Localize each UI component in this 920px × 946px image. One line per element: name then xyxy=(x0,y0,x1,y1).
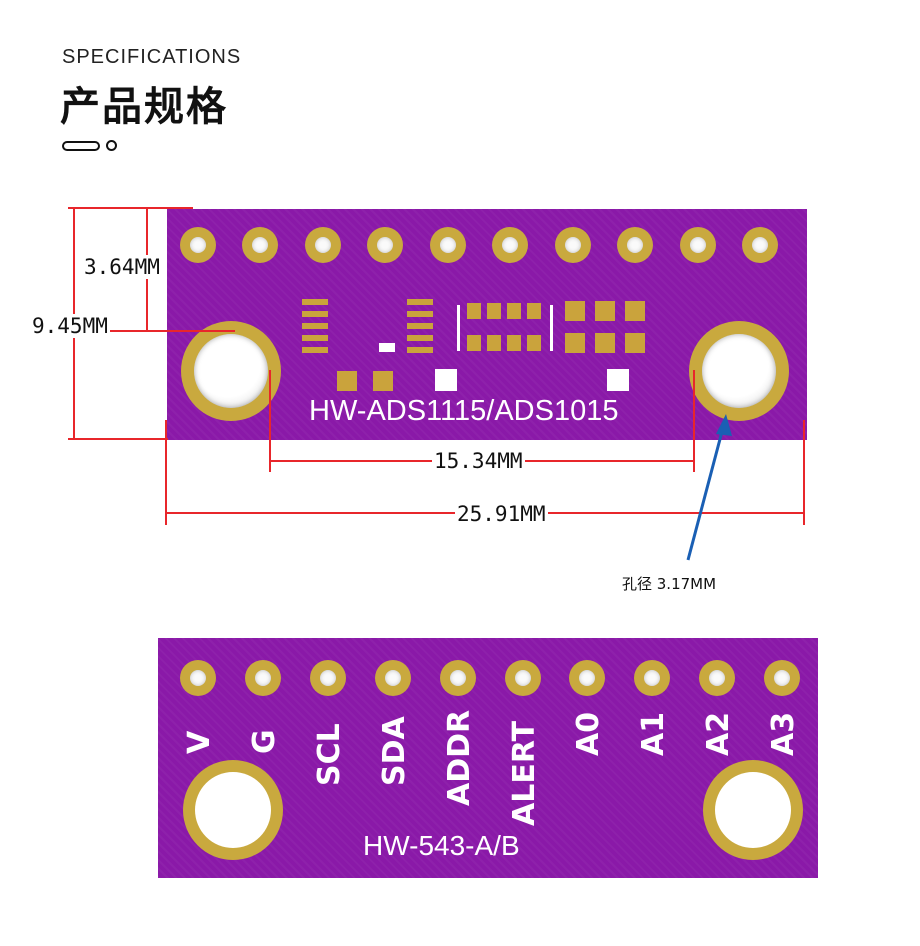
smd-pad xyxy=(302,299,328,305)
smd-pad xyxy=(565,301,585,321)
decorative-pill-icon xyxy=(62,141,100,151)
dimension-line xyxy=(68,207,193,209)
smd-pad xyxy=(565,333,585,353)
smd-pad xyxy=(407,323,433,329)
mounting-hole-left xyxy=(181,321,281,421)
mounting-hole-left xyxy=(183,760,283,860)
dimension-line xyxy=(803,420,805,525)
dimension-line xyxy=(100,330,235,332)
dimension-line xyxy=(693,370,695,472)
bottom-board: V G SCL SDA ADDR ALERT A0 A1 A2 A3 HW-54… xyxy=(158,638,818,878)
header-pin xyxy=(764,660,800,696)
top-board: HW-ADS1115/ADS1015 xyxy=(167,209,807,440)
pin-label-a1: A1 xyxy=(636,711,671,756)
dimension-line xyxy=(269,370,271,472)
smd-pad xyxy=(467,303,481,319)
pin-label-addr: ADDR xyxy=(442,709,477,806)
pin-label-scl: SCL xyxy=(312,723,347,786)
smd-pad xyxy=(407,299,433,305)
smd-pad xyxy=(625,301,645,321)
smd-pad xyxy=(625,333,645,353)
smd-pad xyxy=(379,343,395,352)
smd-pad xyxy=(435,369,457,391)
smd-pad xyxy=(373,371,393,391)
smd-pad xyxy=(507,335,521,351)
arrow-icon xyxy=(686,414,732,561)
pin-label-a3: A3 xyxy=(766,711,801,756)
smd-pad xyxy=(487,335,501,351)
dimension-line xyxy=(165,420,167,525)
smd-pad xyxy=(302,347,328,353)
header-pin xyxy=(505,660,541,696)
header-pin xyxy=(180,227,216,263)
pin-label-a2: A2 xyxy=(701,711,736,756)
header-pin xyxy=(375,660,411,696)
header-pin xyxy=(742,227,778,263)
header-pin xyxy=(430,227,466,263)
smd-pad xyxy=(302,323,328,329)
smd-pad xyxy=(302,311,328,317)
header-pin xyxy=(634,660,670,696)
dimension-line xyxy=(68,438,168,440)
smd-pad xyxy=(407,335,433,341)
header-pin xyxy=(242,227,278,263)
smd-pad xyxy=(487,303,501,319)
top-board-pin-row xyxy=(180,227,800,267)
header-pin xyxy=(699,660,735,696)
smd-pad xyxy=(595,333,615,353)
mounting-hole-right xyxy=(703,760,803,860)
top-board-model-label: HW-ADS1115/ADS1015 xyxy=(309,395,619,427)
dimension-height-label: 9.45MM xyxy=(30,314,110,338)
hole-diameter-label: 孔径 3.17MM xyxy=(622,575,717,593)
smd-pad xyxy=(467,335,481,351)
header-pin xyxy=(180,660,216,696)
dimension-hole-spacing-label: 15.34MM xyxy=(432,449,525,473)
smd-pad xyxy=(507,303,521,319)
decorative-dot-icon xyxy=(106,140,117,151)
smd-pad xyxy=(407,311,433,317)
smd-pad xyxy=(607,369,629,391)
pin-label-alert: ALERT xyxy=(507,720,542,826)
pin-label-a0: A0 xyxy=(571,711,606,756)
header-pin xyxy=(569,660,605,696)
header-pin xyxy=(245,660,281,696)
mounting-hole-right xyxy=(689,321,789,421)
header-pin xyxy=(555,227,591,263)
smd-pad xyxy=(595,301,615,321)
bottom-board-model-label: HW-543-A/B xyxy=(363,830,520,861)
smd-pad xyxy=(527,303,541,319)
header-pin xyxy=(367,227,403,263)
pin-label-g: G xyxy=(247,729,282,754)
header-pin xyxy=(680,227,716,263)
ic-outline xyxy=(457,305,553,351)
smd-pad xyxy=(407,347,433,353)
smd-pad xyxy=(302,335,328,341)
header-pin xyxy=(305,227,341,263)
dimension-offset-label: 3.64MM xyxy=(82,255,162,279)
header-pin xyxy=(440,660,476,696)
header-pin xyxy=(617,227,653,263)
header-pin xyxy=(310,660,346,696)
pin-label-v: V xyxy=(182,730,217,754)
smd-pad xyxy=(337,371,357,391)
section-eyebrow: SPECIFICATIONS xyxy=(62,46,242,68)
header-pin xyxy=(492,227,528,263)
dimension-width-label: 25.91MM xyxy=(455,502,548,526)
section-title: 产品规格 xyxy=(60,84,228,130)
smd-pad xyxy=(527,335,541,351)
pin-label-sda: SDA xyxy=(377,716,412,786)
